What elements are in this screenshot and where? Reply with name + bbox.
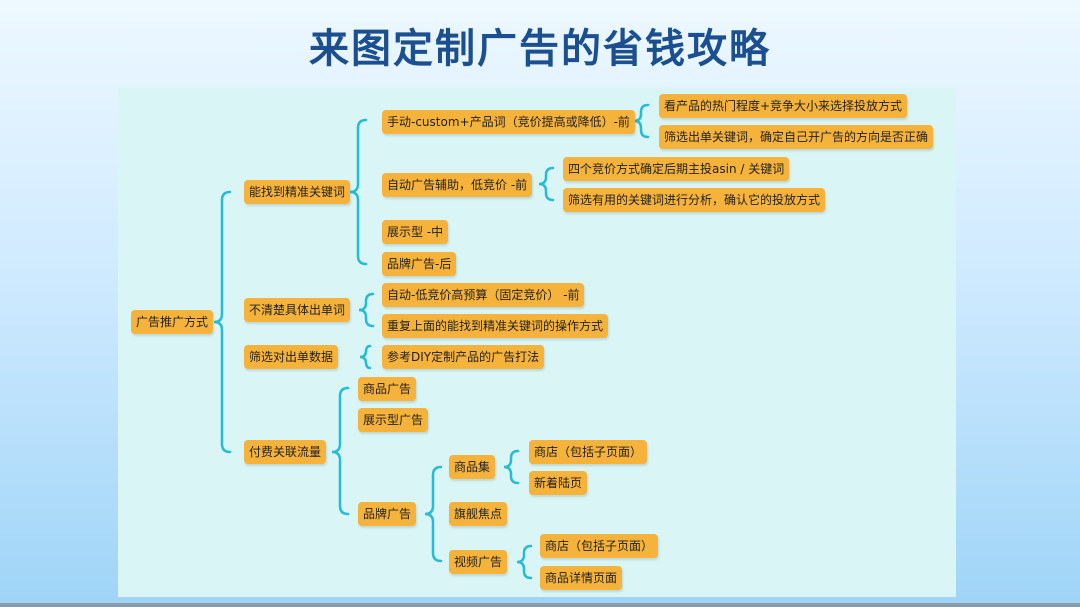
bracket-brand-ads [424,465,443,563]
bracket-auto [538,166,555,202]
node-b4-video-1: 商店（包括子页面） [540,534,659,558]
node-b4-collection-1: 商店（包括子页面） [529,440,648,464]
node-b2: 不清楚具体出单词 [244,298,351,322]
node-b2-2: 重复上面的能找到精准关键词的操作方式 [382,314,609,338]
node-b1-auto-2: 筛选有用的关键词进行分析，确认它的投放方式 [563,188,826,212]
node-b3: 筛选对出单数据 [244,345,339,369]
node-b4-collection: 商品集 [449,455,496,479]
bracket-root [213,190,232,454]
node-b1: 能找到精准关键词 [244,180,351,204]
node-b4-video-2: 商品详情页面 [540,566,623,590]
bracket-b2 [358,292,375,328]
bracket-video [516,544,533,580]
node-b3-1: 参考DIY定制产品的广告打法 [382,345,545,369]
node-b1-brand: 品牌广告-后 [382,252,457,276]
node-b1-display: 展示型 -中 [382,220,449,244]
mindmap-panel [118,88,956,597]
node-b4-display-ads: 展示型广告 [358,408,429,432]
node-b4: 付费关联流量 [244,440,327,464]
node-b4-product-ads: 商品广告 [358,377,417,401]
node-b1-manual: 手动-custom+产品词（竞价提高或降低）-前 [382,110,635,134]
bracket-manual [633,103,650,139]
node-b1-manual-1: 看产品的热门程度+竞争大小来选择投放方式 [659,94,908,118]
bracket-b4 [331,386,350,516]
node-b1-manual-2: 筛选出单关键词，确定自己开广告的方向是否正确 [659,125,934,149]
bracket-collection [503,449,520,485]
node-root: 广告推广方式 [131,310,214,334]
slide-title: 来图定制广告的省钱攻略 [309,26,771,72]
node-b2-1: 自动-低竞价高预算（固定竞价） -前 [382,283,585,307]
node-b4-collection-2: 新着陆页 [529,471,588,495]
bracket-b1 [349,118,368,266]
node-b4-video: 视频广告 [449,550,508,574]
bottom-rule [0,603,1080,607]
node-b4-spotlight: 旗舰焦点 [449,502,508,526]
node-b4-brand-ads: 品牌广告 [358,502,417,526]
bracket-b3 [359,344,372,370]
node-b1-auto-1: 四个竞价方式确定后期主投asin / 关键词 [563,157,790,181]
node-b1-auto: 自动广告辅助，低竞价 -前 [382,173,533,197]
